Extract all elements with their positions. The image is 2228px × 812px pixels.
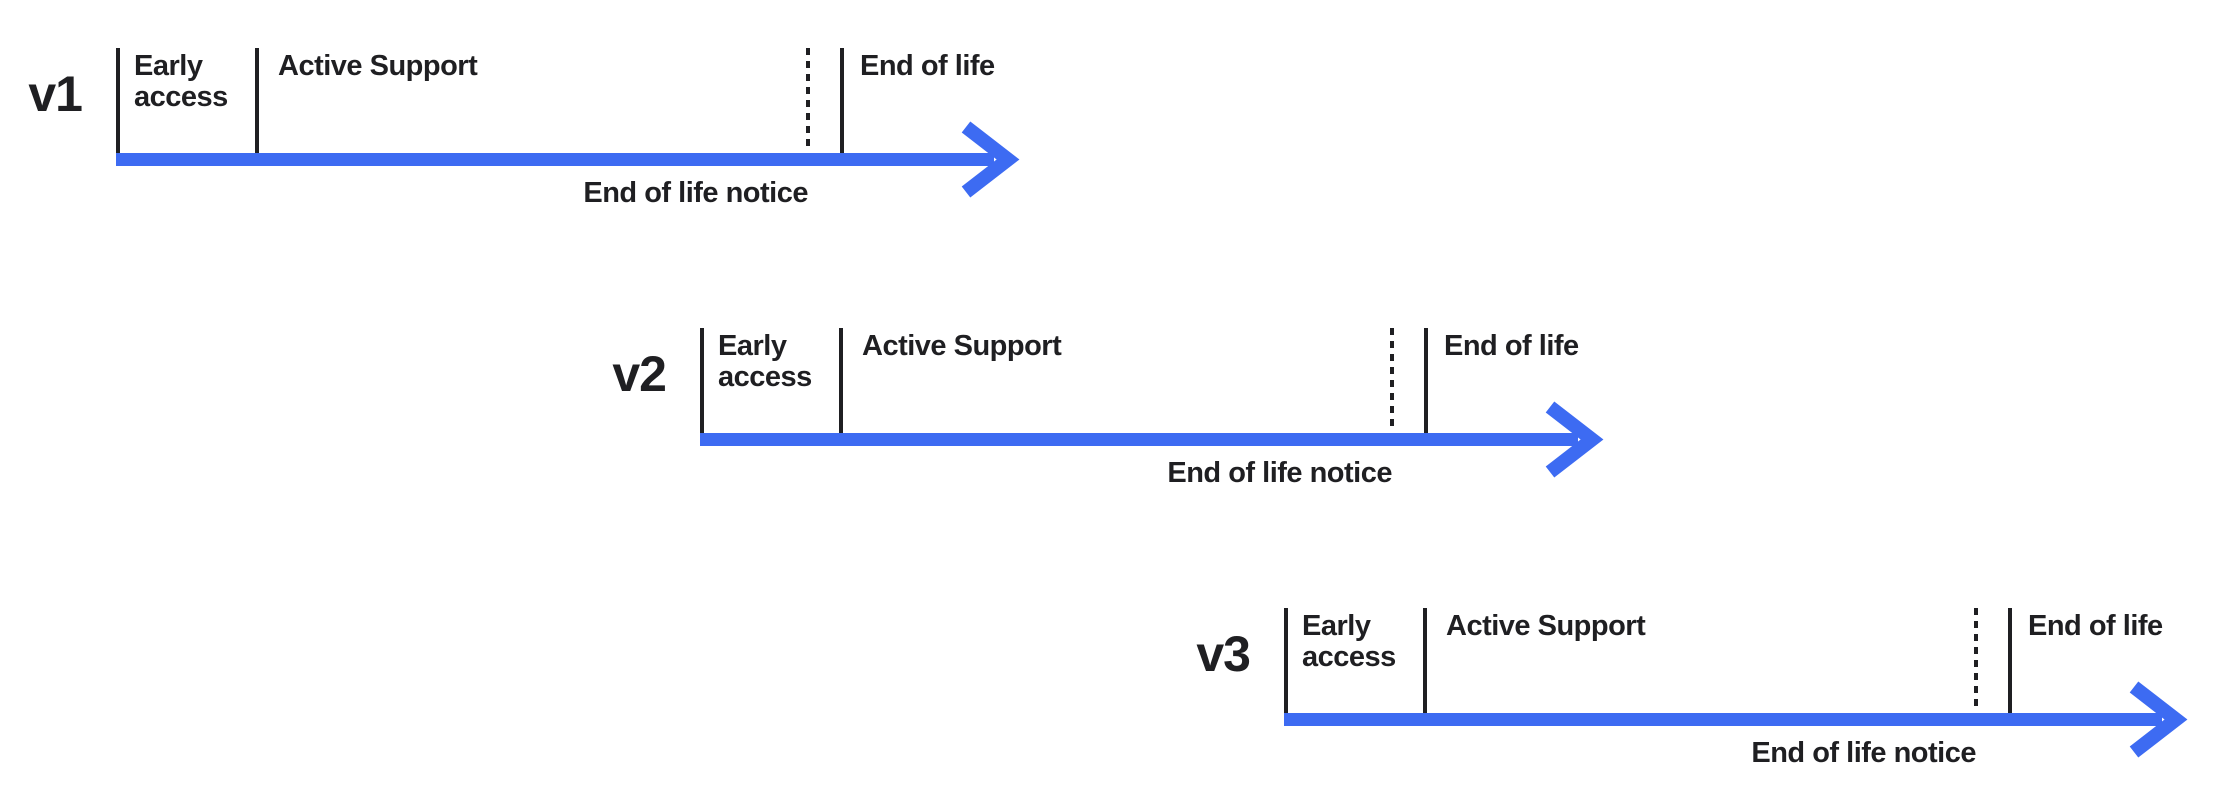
label-early-access: Early access [134, 50, 228, 113]
tick-dashed-eol-notice [1390, 328, 1394, 427]
version-label: v1 [28, 66, 83, 122]
label-eol-notice: End of life notice [583, 177, 808, 209]
tick-end-of-life [840, 48, 844, 153]
label-early-access: Early access [1302, 610, 1396, 673]
version-label: v3 [1196, 626, 1251, 682]
label-active-support: Active Support [1446, 610, 1646, 642]
tick-early-access-start [116, 48, 120, 153]
tick-early-access-start [1284, 608, 1288, 713]
label-end-of-life: End of life [2028, 610, 2163, 642]
label-active-support: Active Support [862, 330, 1062, 362]
timeline-arrow-icon [700, 401, 1604, 478]
label-active-support: Active Support [278, 50, 478, 82]
timeline-arrow-icon [1284, 681, 2188, 758]
tick-active-support-start [255, 48, 259, 153]
timeline-arrow-icon [116, 121, 1020, 198]
tick-dashed-eol-notice [806, 48, 810, 147]
tick-active-support-start [1423, 608, 1427, 713]
label-end-of-life: End of life [1444, 330, 1579, 362]
label-end-of-life: End of life [860, 50, 995, 82]
tick-early-access-start [700, 328, 704, 433]
tick-end-of-life [2008, 608, 2012, 713]
tick-active-support-start [839, 328, 843, 433]
version-label: v2 [612, 346, 667, 402]
tick-dashed-eol-notice [1974, 608, 1978, 707]
label-early-access: Early access [718, 330, 812, 393]
label-eol-notice: End of life notice [1751, 737, 1976, 769]
label-eol-notice: End of life notice [1167, 457, 1392, 489]
tick-end-of-life [1424, 328, 1428, 433]
